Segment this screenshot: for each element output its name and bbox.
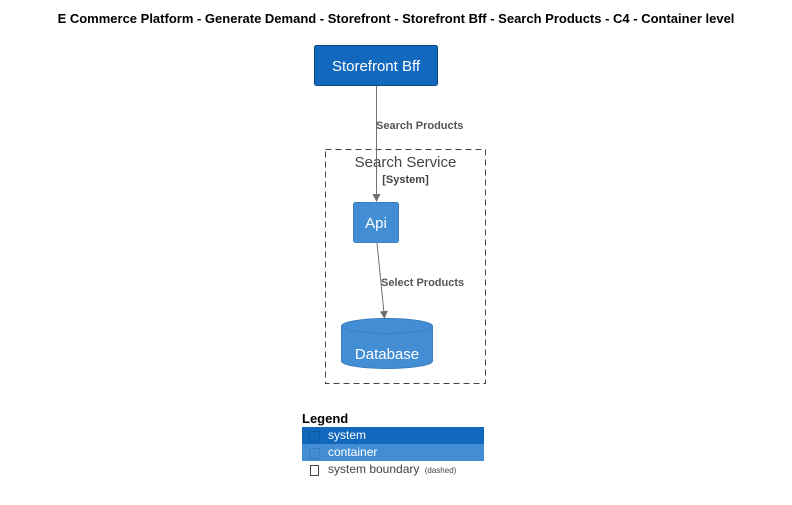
legend-item-system: system [302, 427, 484, 444]
boundary-type: [System] [382, 174, 429, 186]
system-boundary-search-service[interactable]: Search Service [System] [325, 149, 486, 384]
legend-swatch-system-icon [309, 431, 320, 442]
legend-label-system-boundary-note: (dashed) [424, 466, 457, 475]
node-api[interactable]: Api [353, 202, 399, 243]
legend-label-system-boundary-text: system boundary [328, 462, 420, 476]
legend-label-container: container [328, 445, 378, 459]
legend-title: Legend [302, 411, 349, 426]
node-storefront-bff[interactable]: Storefront Bff [314, 45, 438, 86]
legend-item-system-boundary: system boundary (dashed) [302, 461, 484, 478]
legend-label-system-boundary: system boundary (dashed) [328, 461, 456, 479]
edge-label-select-products: Select Products [381, 277, 464, 289]
node-database[interactable]: Database [341, 318, 433, 369]
legend-swatch-boundary-icon [310, 465, 319, 476]
legend-swatch-container-icon [309, 448, 320, 459]
diagram-title: E Commerce Platform - Generate Demand - … [57, 11, 735, 26]
edge-label-search-products: Search Products [376, 120, 463, 132]
node-label-storefront-bff: Storefront Bff [332, 58, 421, 75]
node-label-database: Database [355, 346, 419, 363]
edge-select-products[interactable]: Select Products [376, 242, 464, 319]
boundary-name: Search Service [355, 154, 457, 171]
legend-label-system: system [328, 428, 367, 442]
edge-search-products[interactable]: Search Products [372, 85, 463, 202]
node-label-api: Api [365, 215, 387, 232]
legend: Legend system container system boundary … [302, 410, 484, 478]
legend-item-container: container [302, 444, 484, 461]
